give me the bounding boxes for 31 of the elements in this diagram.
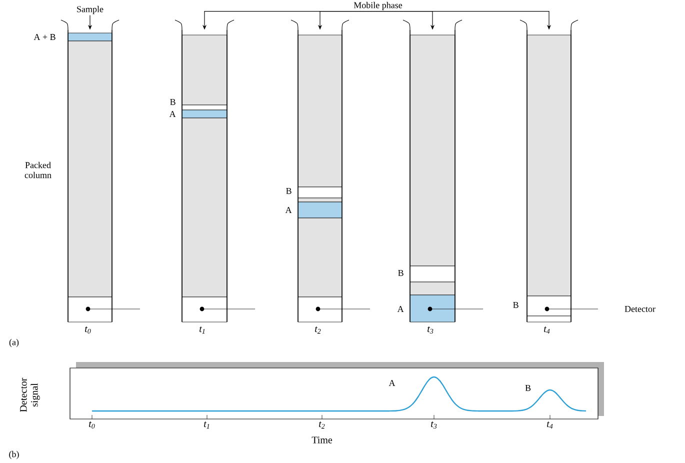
band-label: B bbox=[398, 270, 404, 276]
panel-label: (b) bbox=[9, 450, 19, 460]
tick-label: t$_{2}$ bbox=[319, 421, 325, 429]
tick-label: t$_{1}$ bbox=[204, 421, 210, 429]
text-label: Mobile phase bbox=[354, 2, 402, 10]
time-label: t$_{4}$ bbox=[544, 326, 550, 334]
peak-label: A bbox=[388, 380, 396, 386]
axis-label: Time bbox=[312, 436, 332, 444]
tick-label: t$_{4}$ bbox=[547, 421, 553, 429]
band-label: A bbox=[169, 111, 176, 117]
tick-label: t$_{0}$ bbox=[89, 421, 95, 429]
band-label: A bbox=[397, 306, 404, 312]
packed-column bbox=[60, 20, 140, 322]
peak-label: B bbox=[525, 385, 531, 391]
part-label: Detector bbox=[624, 306, 656, 312]
packed-column bbox=[174, 20, 256, 322]
axis-label: Detector signal bbox=[20, 378, 40, 412]
packed-column bbox=[290, 20, 370, 322]
band-label: B bbox=[170, 99, 176, 105]
packed-column bbox=[402, 20, 484, 322]
band-label: B bbox=[286, 188, 292, 194]
panel-label: (a) bbox=[9, 338, 19, 348]
time-label: t$_{1}$ bbox=[200, 326, 205, 334]
tick-label: t$_{3}$ bbox=[431, 421, 437, 429]
time-label: t$_{3}$ bbox=[428, 326, 434, 334]
time-label: t$_{2}$ bbox=[315, 326, 321, 334]
time-label: t$_{0}$ bbox=[85, 326, 91, 334]
part-label: Packed column bbox=[24, 162, 52, 178]
text-label: Sample bbox=[77, 6, 104, 14]
band-label: A bbox=[285, 207, 292, 213]
packed-column bbox=[520, 20, 598, 322]
